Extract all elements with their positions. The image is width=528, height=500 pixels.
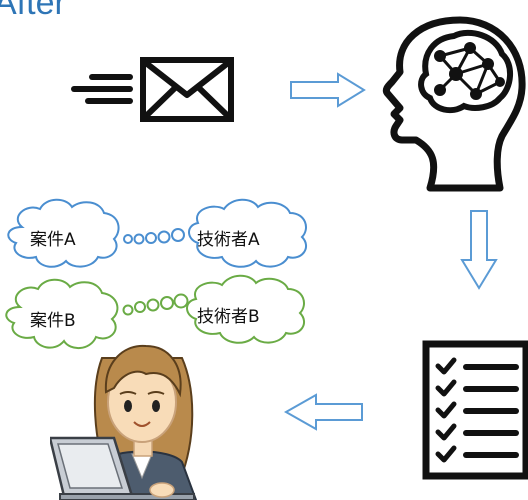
arrow-down-icon xyxy=(460,210,498,290)
cloud-label-engineer-a: 技術者A xyxy=(197,230,260,250)
woman-laptop-icon xyxy=(50,344,198,500)
cloud-label-case-a: 案件A xyxy=(30,230,76,250)
checklist-icon xyxy=(422,340,528,480)
envelope-icon xyxy=(71,57,234,122)
cloud-case-a xyxy=(7,198,120,268)
arrow-left-icon xyxy=(283,393,363,431)
cloud-label-engineer-b: 技術者B xyxy=(197,307,260,327)
cloud-case-b xyxy=(5,278,119,349)
arrow-right-icon xyxy=(290,72,366,108)
cloud-label-case-b: 案件B xyxy=(30,311,76,331)
thought-clouds xyxy=(5,198,307,349)
page-title: After xyxy=(0,0,66,22)
cloud-engineer-a xyxy=(188,198,307,268)
ai-head-icon xyxy=(382,16,526,192)
cloud-engineer-b xyxy=(186,274,305,344)
